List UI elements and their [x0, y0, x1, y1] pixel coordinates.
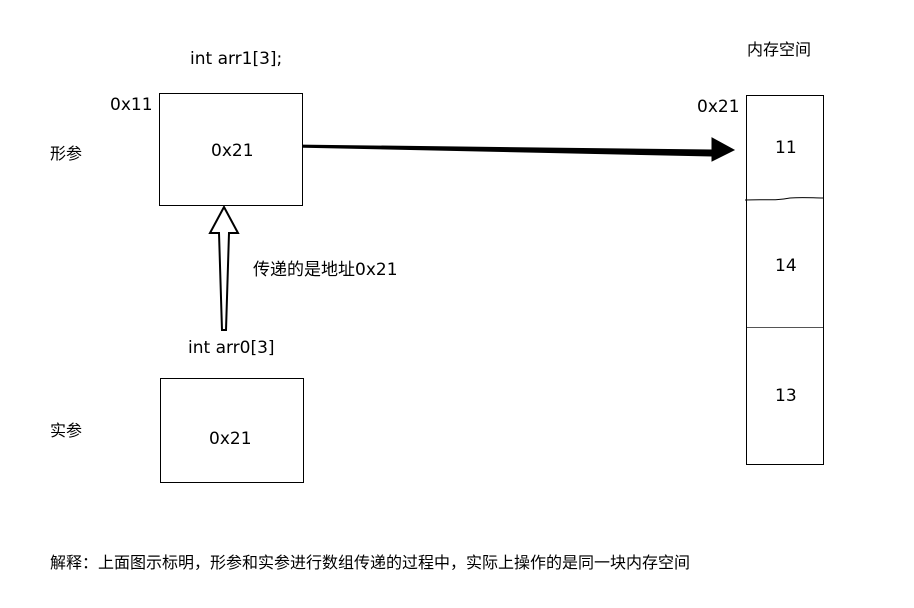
formal-param-box: 0x21	[159, 93, 303, 206]
memory-cell-value: 13	[775, 386, 797, 406]
memory-title: 内存空间	[747, 40, 812, 59]
actual-param-declaration: int arr0[3]	[188, 338, 275, 358]
memory-address: 0x21	[697, 97, 740, 117]
transfer-arrow	[208, 204, 240, 331]
explanation-text: 解释：上面图示标明，形参和实参进行数组传递的过程中，实际上操作的是同一块内存空间	[50, 553, 691, 572]
memory-cell: 11	[747, 96, 823, 199]
memory-block: 11 14 13	[745, 95, 824, 465]
memory-cell: 14	[747, 200, 823, 327]
memory-divider	[745, 197, 823, 201]
pointer-arrow	[291, 137, 736, 162]
formal-param-value: 0x21	[211, 141, 254, 161]
memory-cell-value: 11	[775, 138, 797, 158]
memory-divider	[747, 327, 823, 328]
actual-param-box: 0x21	[160, 378, 304, 483]
memory-cell-value: 14	[775, 256, 797, 276]
actual-param-value: 0x21	[209, 429, 252, 449]
formal-param-label: 形参	[50, 144, 83, 163]
transfer-label: 传递的是地址0x21	[253, 260, 398, 280]
memory-cell: 13	[747, 328, 823, 464]
formal-param-address: 0x11	[110, 95, 153, 115]
actual-param-label: 实参	[50, 421, 83, 440]
formal-param-declaration: int arr1[3];	[190, 49, 283, 69]
